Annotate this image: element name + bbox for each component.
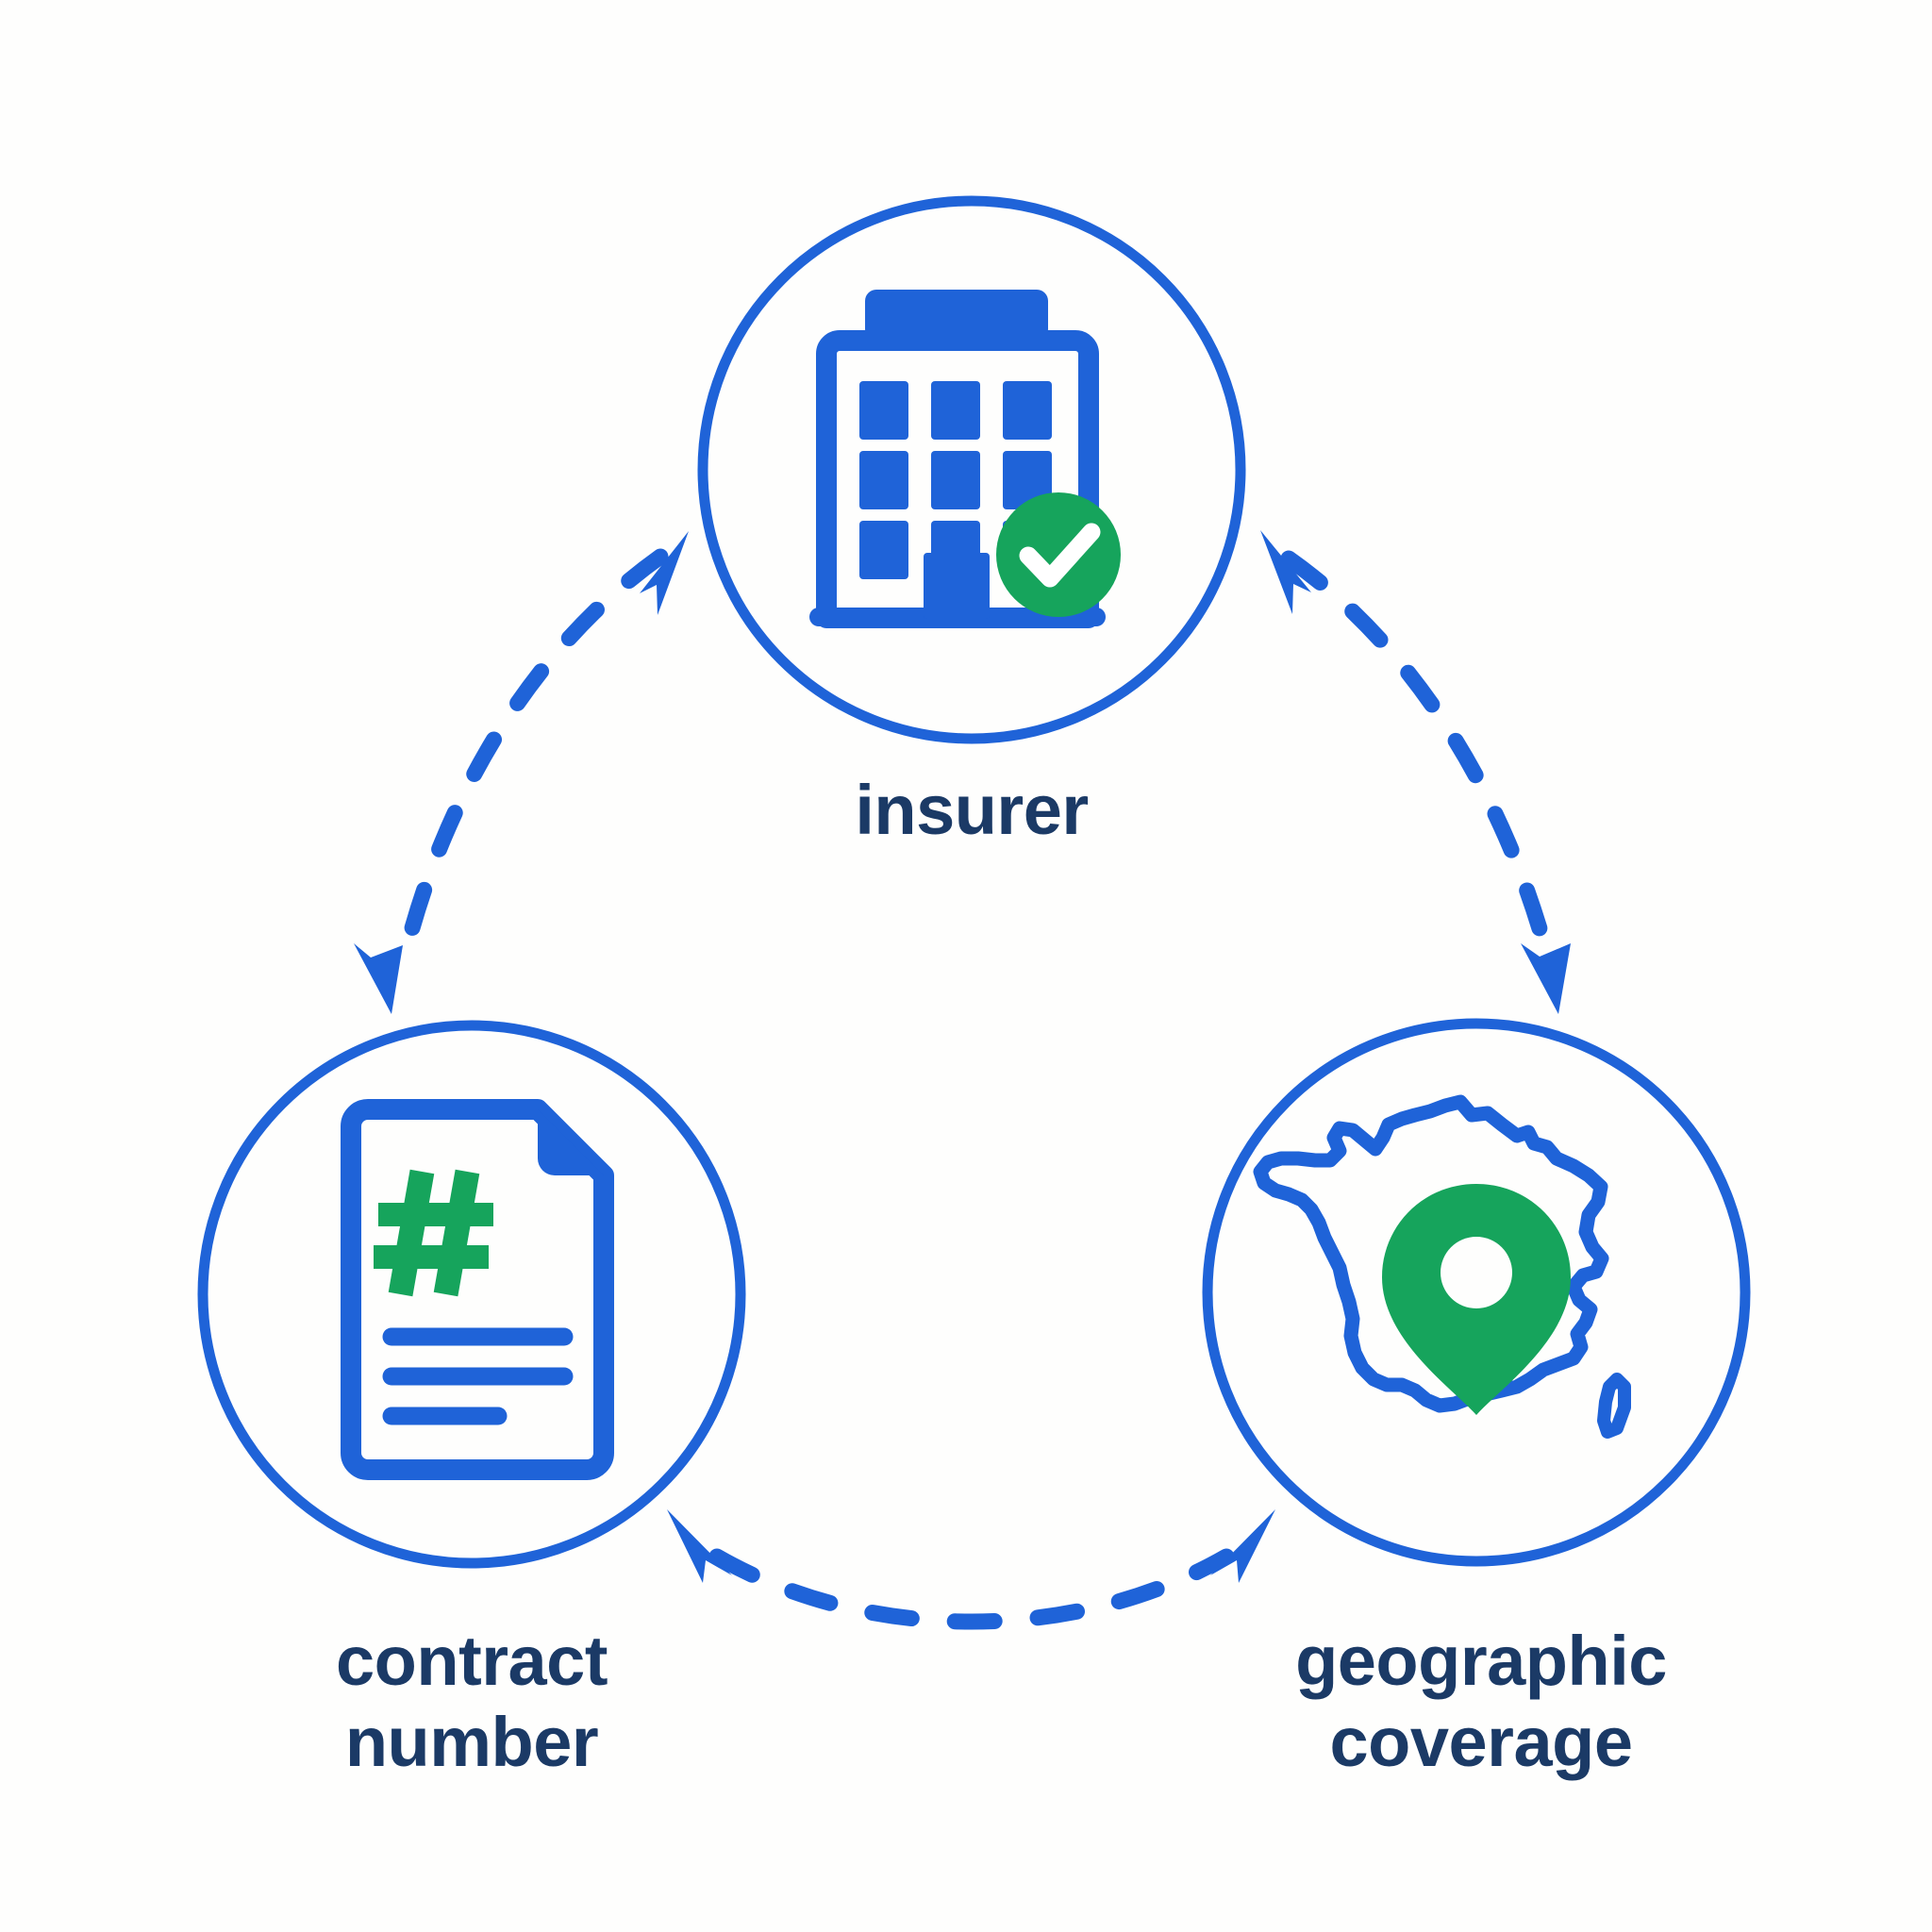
corsica-outline [1597,1373,1631,1439]
france-map-pin-icon [1253,1094,1631,1439]
hash-symbol [374,1169,493,1297]
building-check-icon [809,290,1121,628]
connector-insurer-contract-arrowhead-top [640,531,689,615]
connector-contract-geographic-line [708,1548,1235,1630]
building-roof-cap [865,290,1048,341]
document-folded-corner [538,1109,604,1175]
connector-insurer-contract-line [397,548,669,961]
building-window [1003,381,1052,440]
connectors-layer [354,530,1571,1630]
node-contract-number[interactable] [197,1020,746,1569]
node-insurer-label: insurer [855,771,1089,849]
connector-insurer-geographic-arrowhead-top [1260,530,1311,614]
building-window [859,521,908,579]
document-hash-icon [341,1099,614,1480]
verified-check-badge [996,492,1121,617]
building-window [859,381,908,440]
connector-insurer-contract-arrowhead-bottom [354,943,403,1014]
building-window [931,451,980,509]
verified-badge-circle [996,492,1121,617]
node-insurer[interactable] [697,195,1246,744]
building-window [1003,451,1052,509]
verified-check-mark [1019,523,1101,588]
building-window [859,451,908,509]
connector-insurer-contract[interactable] [354,531,689,1014]
hash-horizontal-stroke [374,1245,489,1269]
location-pin [1382,1184,1571,1415]
france-outline [1253,1094,1609,1413]
building-window [931,381,980,440]
connector-contract-geographic[interactable] [667,1509,1275,1630]
location-pin-hole [1441,1237,1512,1308]
node-geographic-coverage[interactable] [1202,1018,1751,1567]
document-text-lines [382,1327,574,1425]
connector-insurer-geographic[interactable] [1260,530,1571,1014]
node-contract-number-label: contract number [336,1622,608,1781]
node-geographic-coverage-label: geographic coverage [1295,1622,1667,1781]
connector-contract-geographic-arrowhead-left [667,1509,732,1583]
hash-horizontal-stroke [378,1203,493,1226]
connector-insurer-geographic-arrowhead-bottom [1521,943,1571,1014]
connector-insurer-geographic-line [1280,550,1554,957]
connector-contract-geographic-arrowhead-right [1210,1509,1275,1583]
building-door [924,553,990,619]
